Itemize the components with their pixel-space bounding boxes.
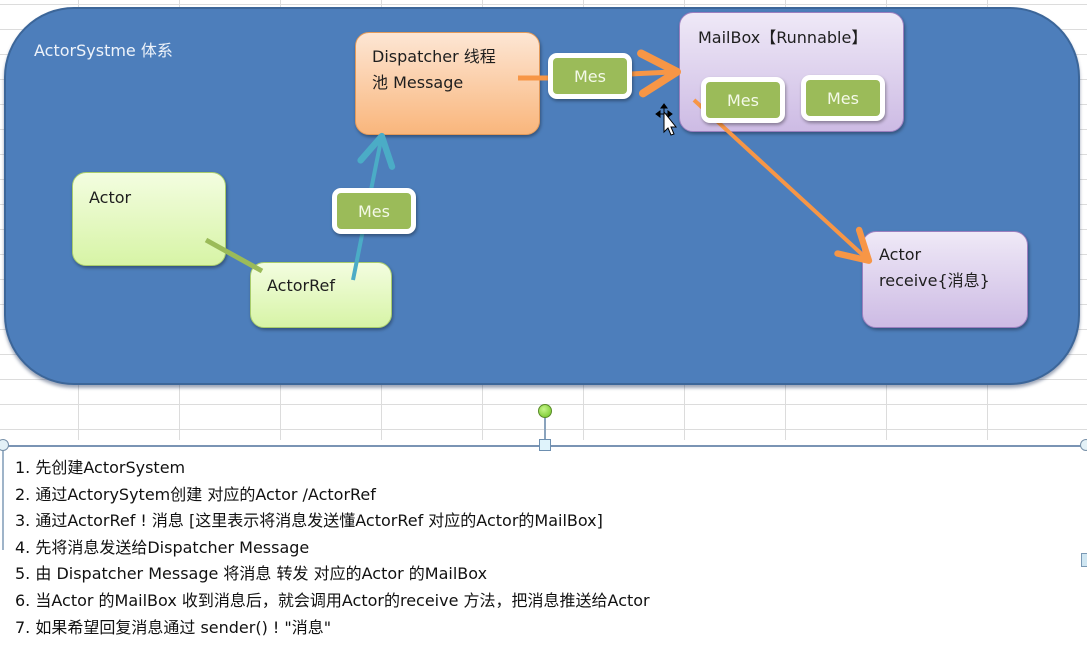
message-to-dispatcher[interactable]: Mes bbox=[332, 188, 416, 234]
resize-handle-right-middle[interactable] bbox=[1081, 553, 1087, 567]
step-item: 1. 先创建ActorSystem bbox=[15, 458, 186, 477]
step-item: 3. 通过ActorRef ! 消息 [这里表示将消息发送懂ActorRef 对… bbox=[15, 511, 603, 531]
connectors-layer bbox=[204, 49, 873, 281]
actor-label: Actor bbox=[89, 188, 132, 207]
step-item: 6. 当Actor 的MailBox 收到消息后，就会调用Actor的recei… bbox=[15, 590, 650, 610]
actor-receive-node[interactable]: Actor receive{消息} bbox=[862, 231, 1028, 328]
resize-handle-top-center[interactable] bbox=[539, 439, 551, 451]
actor-node[interactable]: Actor bbox=[72, 172, 226, 266]
step-item: 5. 由 Dispatcher Message 将消息 转发 对应的Actor … bbox=[15, 564, 488, 584]
mailbox-message-1[interactable]: Mes bbox=[701, 77, 785, 123]
dispatcher-node[interactable]: Dispatcher 线程 池 Message bbox=[355, 32, 540, 135]
steps-list: 1. 先创建ActorSystem 2. 通过ActorySytem创建 对应的… bbox=[15, 455, 650, 641]
message-label: Mes bbox=[706, 82, 780, 118]
actor-ref-label: ActorRef bbox=[267, 276, 335, 295]
actor-receive-label-line2: receive{消息} bbox=[879, 271, 990, 290]
mes-to-mailbox-arrow bbox=[629, 49, 681, 98]
message-label: Mes bbox=[553, 58, 627, 94]
actor-to-actorref-link bbox=[204, 237, 264, 274]
resize-handle-top-left[interactable] bbox=[0, 439, 9, 451]
message-label: Mes bbox=[337, 193, 411, 229]
actor-system-title: ActorSystme 体系 bbox=[34, 41, 173, 60]
actor-ref-node[interactable]: ActorRef bbox=[250, 262, 392, 328]
message-to-mailbox[interactable]: Mes bbox=[548, 53, 632, 99]
step-item: 4. 先将消息发送给Dispatcher Message bbox=[15, 537, 310, 557]
textbox-left-edge bbox=[2, 450, 7, 550]
step-item: 7. 如果希望回复消息通过 sender() ! "消息" bbox=[15, 617, 332, 637]
message-label: Mes bbox=[806, 80, 880, 116]
actor-receive-label-line1: Actor bbox=[879, 245, 922, 264]
rotation-handle[interactable] bbox=[538, 404, 552, 418]
step-item: 2. 通过ActorySytem创建 对应的Actor /ActorRef bbox=[15, 484, 376, 504]
dispatcher-label-line1: Dispatcher 线程 bbox=[372, 47, 496, 66]
resize-handle-top-right[interactable] bbox=[1080, 439, 1087, 451]
dispatcher-label-line2: 池 Message bbox=[372, 73, 464, 92]
mailbox-title: MailBox【Runnable】 bbox=[698, 28, 868, 47]
mailbox-to-actor-receive-arrow bbox=[692, 98, 873, 264]
rotation-handle-stem bbox=[544, 417, 546, 443]
mailbox-message-2[interactable]: Mes bbox=[801, 75, 885, 121]
move-cursor-icon bbox=[655, 103, 678, 136]
